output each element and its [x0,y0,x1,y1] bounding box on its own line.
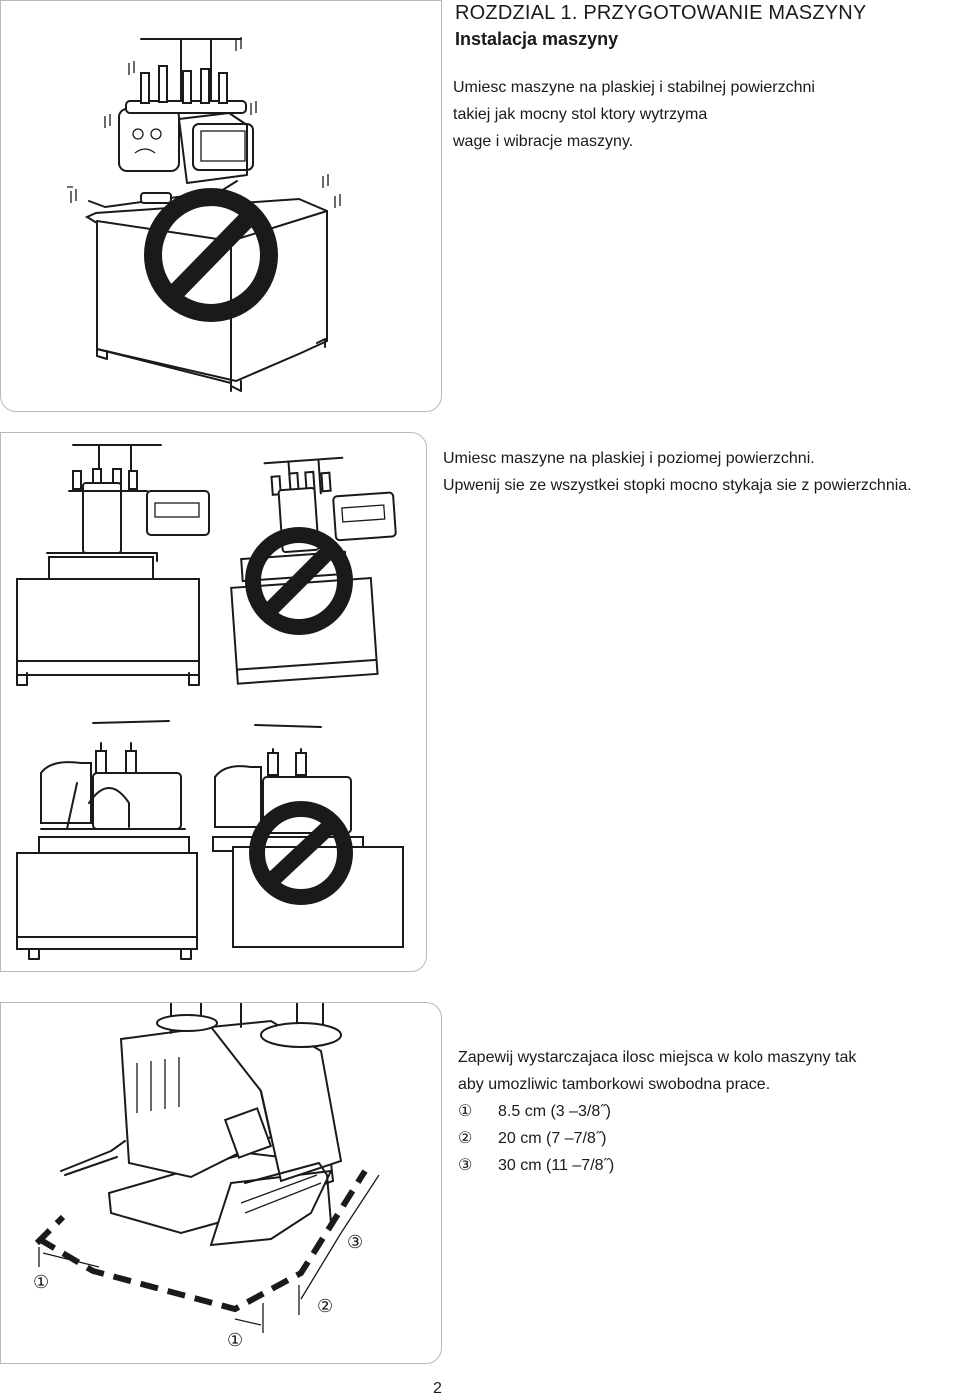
item-text: 8.5 cm (3 –3/8˝) [498,1103,611,1120]
item-marker: ② [458,1130,473,1147]
clearance-illustration [34,1003,380,1333]
item-marker: ① [458,1103,473,1120]
page-number: 2 [433,1380,442,1397]
item-text: 30 cm (11 –7/8˝) [498,1157,615,1174]
section-title: Instalacja maszyny [455,29,619,49]
text-line: aby umozliwic tamborkowi swobodna prace. [458,1076,771,1093]
list-item: ① 8.5 cm (3 –3/8˝) [458,1098,856,1125]
list-item: ② 20 cm (7 –7/8˝) [458,1125,856,1152]
item-text: 20 cm (7 –7/8˝) [498,1130,607,1147]
prohibited-icon [245,527,353,635]
list-item: ③ 30 cm (11 –7/8˝) [458,1152,856,1179]
machine-side-level-illustration [16,720,198,960]
text-line: Umiesc maszyne na plaskiej i poziomej po… [443,450,815,467]
panel3-text: Zapewij wystarczajaca ilosc miejsca w ko… [458,1044,856,1179]
machine-level-illustration [16,444,210,686]
text-line: wage i wibracje maszyny. [453,133,634,150]
chapter-title: ROZDZIAL 1. PRZYGOTOWANIE MASZYNY [455,2,867,24]
panel-level-surface [0,432,427,972]
panel1-text: Umiesc maszyne na plaskiej i stabilnej p… [453,74,815,155]
panel-clearance: ① ① ② ③ [0,1002,442,1364]
callout-3: ③ [347,1232,364,1252]
item-marker: ③ [458,1157,473,1174]
text-line: Zapewij wystarczajaca ilosc miejsca w ko… [458,1049,857,1066]
text-line: Umiesc maszyne na plaskiej i stabilnej p… [453,79,815,96]
panel2-text: Umiesc maszyne na plaskiej i poziomej po… [443,445,912,499]
callout-2: ② [317,1296,334,1316]
panel-stable-surface [0,0,442,412]
callout-1a: ① [33,1272,50,1292]
unstable-table-illustration [67,37,341,392]
level-surface-illustrations [16,444,404,960]
text-line: Upwenij sie ze wszystkei stopki mocno st… [443,477,912,494]
text-line: takiej jak mocny stol ktory wytrzyma [453,106,708,123]
prohibited-icon [249,801,353,905]
callout-1b: ① [227,1330,244,1350]
prohibited-icon [144,188,278,322]
